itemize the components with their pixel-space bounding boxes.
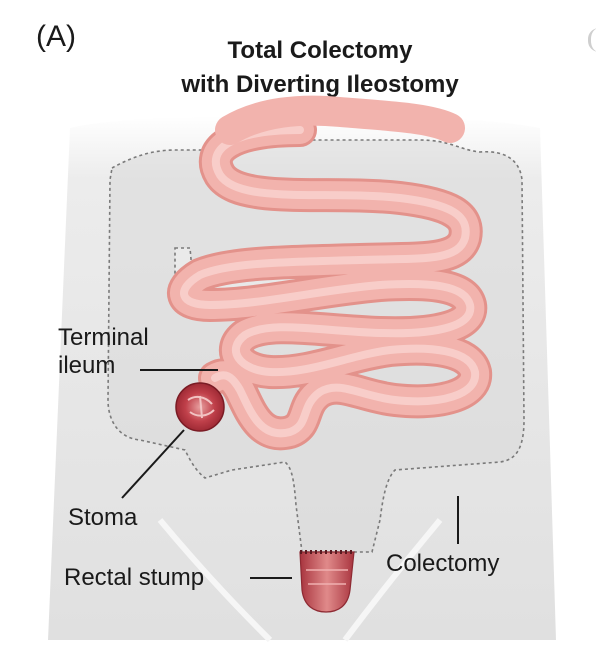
right-hip-fold: [342, 518, 443, 642]
rectal-stump-graphic: [299, 550, 355, 613]
terminal-ileum-label-line-1: Terminal: [58, 324, 149, 351]
terminal-ileum-label-line-2: ileum: [58, 352, 116, 379]
title-line-1: Total Colectomy: [227, 37, 413, 64]
terminal-ileum-label: Terminal ileum: [58, 324, 149, 380]
panel-letter: (A): [36, 20, 76, 53]
stoma-leader: [121, 429, 185, 499]
rectal-stump-label: Rectal stump: [64, 564, 205, 591]
stoma-label: Stoma: [68, 504, 138, 531]
upper-bowel-bulge: [215, 95, 465, 145]
adjacent-panel-edge: [588, 28, 596, 52]
figure-title: Total Colectomy with Diverting Ileostomy: [0, 34, 596, 102]
small-intestine: [167, 95, 493, 451]
left-hip-fold: [157, 518, 273, 643]
colectomy-label: Colectomy: [386, 550, 500, 577]
title-line-2: with Diverting Ileostomy: [181, 71, 459, 98]
stoma-graphic: [175, 382, 225, 432]
